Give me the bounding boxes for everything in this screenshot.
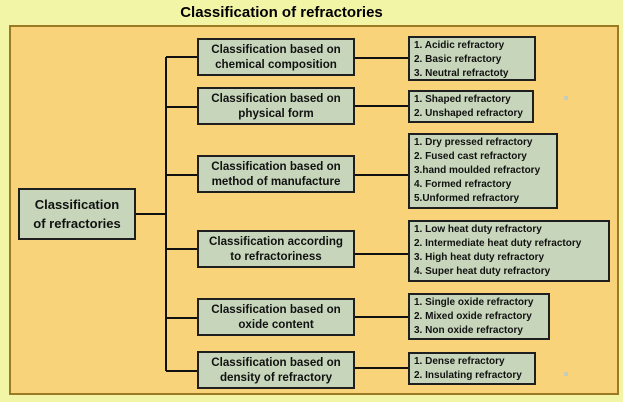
subtypes-density: 1. Dense refractory 2. Insulating refrac… (408, 352, 536, 385)
category-label-line1: Classification based on (211, 92, 341, 105)
category-label-line1: Classification based on (211, 356, 341, 369)
subtype-item: 3. Neutral refractoty (414, 68, 509, 79)
category-label-line2: chemical composition (215, 58, 337, 71)
subtype-item: 2. Insulating refractory (414, 370, 522, 381)
category-label-line2: density of refractory (219, 371, 333, 384)
subtype-item: 1. Low heat duty refractory (414, 224, 542, 235)
category-node-physical-form: Classification based on physical form (197, 87, 355, 125)
root-label-line2: of refractories (33, 216, 121, 231)
category-label-line2: to refractoriness (230, 250, 322, 263)
subtypes-chemical-composition: 1. Acidic refractory 2. Basic refractory… (408, 36, 536, 81)
decorative-dot (564, 372, 568, 376)
category-node-chemical-composition: Classification based on chemical composi… (197, 38, 355, 76)
category-node-method-of-manufacture: Classification based on method of manufa… (197, 155, 355, 193)
subtype-item: 1. Shaped refractory (414, 94, 511, 105)
subtype-item: 3. High heat duty refractory (414, 252, 545, 263)
category-node-density: Classification based on density of refra… (197, 351, 355, 389)
subtype-item: 2. Intermediate heat duty refractory (414, 238, 582, 249)
subtype-item: 4. Super heat duty refractory (414, 266, 551, 277)
root-label-line1: Classification (34, 197, 120, 212)
root-node: Classification of refractories (18, 188, 136, 240)
category-node-refractoriness: Classification according to refractorine… (197, 230, 355, 268)
category-label-line1: Classification based on (211, 43, 341, 56)
subtypes-physical-form: 1. Shaped refractory 2. Unshaped refract… (408, 90, 534, 123)
diagram-title: Classification of refractories (180, 4, 383, 21)
subtypes-oxide-content: 1. Single oxide refractory 2. Mixed oxid… (408, 293, 550, 340)
category-label-line1: Classification based on (211, 160, 341, 173)
subtype-item: 3. Non oxide refractory (414, 325, 523, 336)
subtype-item: 2. Basic refractory (414, 54, 502, 65)
subtype-item: 1. Acidic refractory (414, 40, 505, 51)
subtype-item: 1. Dry pressed refractory (414, 137, 533, 148)
subtype-item: 4. Formed refractory (414, 179, 512, 190)
category-label-line2: physical form (238, 107, 314, 120)
subtype-item: 3.hand moulded refractory (414, 165, 541, 176)
subtype-item: 5.Unformed refractory (414, 193, 520, 204)
subtype-item: 2. Mixed oxide refractory (414, 311, 532, 322)
category-node-oxide-content: Classification based on oxide content (197, 298, 355, 336)
category-label-line2: method of manufacture (211, 175, 341, 188)
subtypes-method-of-manufacture: 1. Dry pressed refractory 2. Fused cast … (408, 133, 558, 209)
decorative-dot (564, 96, 568, 100)
category-label-line1: Classification based on (211, 303, 341, 316)
subtype-item: 2. Fused cast refractory (414, 151, 527, 162)
subtype-item: 2. Unshaped refractory (414, 108, 523, 119)
category-label-line2: oxide content (238, 318, 314, 331)
subtype-item: 1. Dense refractory (414, 356, 505, 367)
subtype-item: 1. Single oxide refractory (414, 297, 534, 308)
category-label-line1: Classification according (208, 235, 343, 248)
subtypes-refractoriness: 1. Low heat duty refractory 2. Intermedi… (408, 220, 610, 282)
